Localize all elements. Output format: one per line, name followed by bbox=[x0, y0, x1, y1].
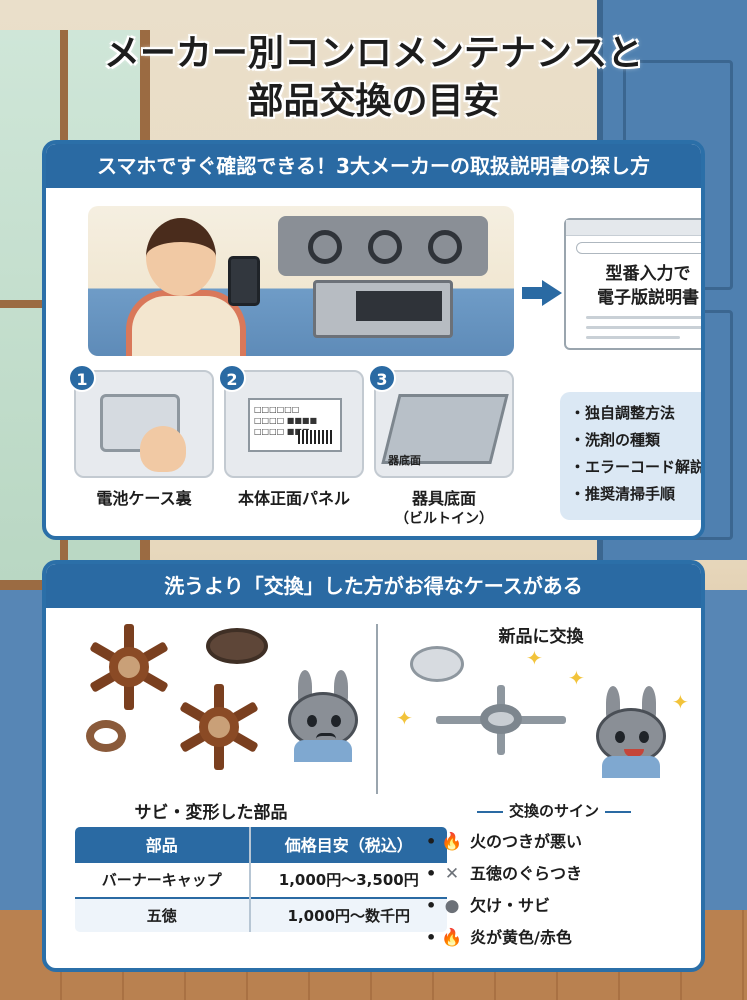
stove-illustration bbox=[278, 216, 488, 276]
rusty-parts-caption: サビ・変形した部品 bbox=[134, 803, 288, 823]
sparkle-icon: ✦ bbox=[672, 690, 689, 714]
step-bottom: 3 器底面 器具底面 （ビルトイン） bbox=[368, 364, 514, 528]
smartphone-icon bbox=[228, 256, 260, 306]
sign-text: 欠け・サビ bbox=[470, 896, 551, 915]
step-number: 3 bbox=[368, 364, 396, 392]
kitchen-photo-illustration bbox=[88, 206, 514, 356]
sparkle-icon: ✦ bbox=[568, 666, 585, 690]
title-line-1: メーカー別コンロメンテナンスと bbox=[103, 33, 644, 74]
bottom-label: 器底面 bbox=[388, 454, 421, 467]
sign-text: 炎が黄色/赤色 bbox=[470, 928, 572, 947]
step-label: 器具底面 bbox=[411, 489, 476, 508]
new-grate-icon bbox=[436, 685, 566, 758]
table-row: バーナーキャップ 1,000円〜3,500円 bbox=[75, 860, 447, 898]
new-parts-caption: 新品に交換 bbox=[498, 627, 584, 647]
person-with-phone-illustration bbox=[116, 218, 266, 356]
list-item: ・洗剤の種類 bbox=[570, 431, 661, 449]
manual-contents-list: ・独自調整方法 ・洗剤の種類 ・エラーコード解説 ・推奨清掃手順 bbox=[560, 392, 705, 520]
appliance-bottom-illustration: 器底面 bbox=[374, 370, 514, 478]
barcode-icon bbox=[298, 430, 334, 444]
browser-text-line-1: 型番入力で bbox=[605, 264, 691, 284]
table-cell: バーナーキャップ bbox=[75, 860, 250, 898]
price-table: 部品 価格目安（税込） バーナーキャップ 1,000円〜3,500円 五徳 1,… bbox=[72, 824, 450, 935]
new-parts-illustration: ✦ ✦ ✦ ✦ bbox=[396, 646, 696, 796]
sign-text: 火のつきが悪い bbox=[470, 832, 583, 851]
hand-icon bbox=[140, 426, 186, 472]
rusty-grate-icon bbox=[176, 684, 262, 770]
manual-guide-heading: スマホですぐ確認できる！3大メーカーの取扱説明書の探し方 bbox=[46, 144, 701, 188]
manual-guide-panel: スマホですぐ確認できる！3大メーカーの取扱説明書の探し方 型番入力で 電子版説明… bbox=[42, 140, 705, 540]
happy-mascot-icon bbox=[596, 686, 666, 778]
wobble-grate-icon: ✕ bbox=[444, 864, 460, 884]
table-header: 部品 bbox=[75, 827, 250, 862]
table-header: 価格目安（税込） bbox=[248, 827, 447, 862]
arrow-right-icon bbox=[522, 280, 562, 306]
list-item: • ● 欠け・サビ bbox=[426, 890, 696, 922]
battery-case-illustration bbox=[74, 370, 214, 478]
rusty-grate-icon bbox=[86, 624, 172, 710]
oven-illustration bbox=[313, 280, 453, 338]
rusty-ring-icon bbox=[86, 720, 126, 752]
rusty-parts-illustration bbox=[66, 624, 366, 794]
list-item: • 🔥 炎が黄色/赤色 bbox=[426, 922, 696, 954]
title-line-2: 部品交換の目安 bbox=[247, 81, 500, 122]
replacement-signs-title: 交換のサイン bbox=[414, 800, 694, 821]
browser-text-line-2: 電子版説明書 bbox=[597, 288, 699, 308]
rusty-burner-cap-icon bbox=[206, 628, 268, 664]
list-item: • 🔥 火のつきが悪い bbox=[426, 826, 696, 858]
step-number: 1 bbox=[68, 364, 96, 392]
flame-icon: 🔥 bbox=[441, 928, 463, 948]
sad-mascot-icon bbox=[288, 670, 358, 762]
step-number: 2 bbox=[218, 364, 246, 392]
sparkle-icon: ✦ bbox=[396, 706, 413, 730]
step-label: 本体正面パネル bbox=[237, 489, 350, 508]
signs-title-text: 交換のサイン bbox=[508, 802, 599, 820]
table-row: 五徳 1,000円〜数千円 bbox=[75, 896, 447, 932]
list-item: • ✕ 五徳のぐらつき bbox=[426, 858, 696, 890]
step-label: 電池ケース裏 bbox=[96, 489, 192, 508]
list-item: ・独自調整方法 bbox=[570, 404, 676, 422]
sparkle-icon: ✦ bbox=[526, 646, 543, 670]
replacement-signs-list: • 🔥 火のつきが悪い • ✕ 五徳のぐらつき • ● 欠け・サビ • 🔥 炎が… bbox=[426, 826, 696, 954]
model-number-locations: 1 電池ケース裏 2 □□□□□□□□□□ ■■■■□□□□ ■■■ 本体正面パ… bbox=[68, 364, 514, 527]
step-battery-case: 1 電池ケース裏 bbox=[68, 364, 214, 510]
step-sublabel: （ビルトイン） bbox=[395, 511, 493, 527]
new-burner-cap-icon bbox=[410, 646, 464, 682]
list-item: ・エラーコード解説 bbox=[570, 458, 705, 476]
replacement-heading: 洗うより「交換」した方がお得なケースがある bbox=[46, 564, 701, 608]
flame-icon: 🔥 bbox=[441, 832, 463, 852]
rating-label-illustration: □□□□□□□□□□ ■■■■□□□□ ■■■ bbox=[224, 370, 364, 478]
table-cell: 1,000円〜3,500円 bbox=[248, 860, 447, 898]
page-title: メーカー別コンロメンテナンスと 部品交換の目安 bbox=[0, 30, 747, 126]
browser-window-illustration: 型番入力で 電子版説明書 bbox=[564, 218, 701, 350]
table-header-row: 部品 価格目安（税込） bbox=[75, 827, 447, 862]
list-item: ・推奨清掃手順 bbox=[570, 485, 676, 503]
table-cell: 1,000円〜数千円 bbox=[248, 896, 447, 932]
sign-text: 五徳のぐらつき bbox=[470, 864, 583, 883]
step-front-panel: 2 □□□□□□□□□□ ■■■■□□□□ ■■■ 本体正面パネル bbox=[218, 364, 364, 510]
replacement-panel: 洗うより「交換」した方がお得なケースがある サビ・変形した部品 新品に交換 ✦ … bbox=[42, 560, 705, 972]
section-divider bbox=[376, 624, 378, 794]
chip-rust-icon: ● bbox=[444, 896, 460, 916]
table-cell: 五徳 bbox=[75, 896, 250, 932]
